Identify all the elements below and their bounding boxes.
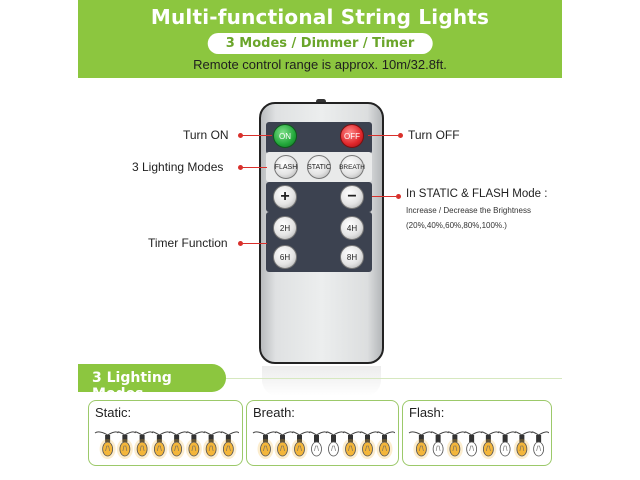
lit-bulb-icon <box>203 435 220 459</box>
lit-bulb-icon <box>99 435 116 459</box>
strand-wire <box>94 431 239 436</box>
breath-mode-title: Breath: <box>253 405 295 420</box>
timer-label: Timer Function <box>148 236 228 250</box>
lit-bulb-icon <box>151 435 168 459</box>
lit-bulb-icon <box>291 435 308 459</box>
lighting-modes-label: 3 Lighting Modes <box>132 160 224 174</box>
turn-on-dot <box>238 133 243 138</box>
header-banner: Multi-functional String Lights 3 Modes /… <box>78 0 562 78</box>
dimmer-dot <box>396 194 401 199</box>
lit-bulb-icon <box>413 435 430 459</box>
modes-tab: 3 Lighting Modes <box>78 364 226 402</box>
lit-bulb-icon <box>257 435 274 459</box>
on-button[interactable]: ON <box>273 124 297 148</box>
lit-bulb-icon <box>274 435 291 459</box>
turn-on-label: Turn ON <box>183 128 229 142</box>
static-button[interactable]: STATIC <box>307 155 331 179</box>
subtitle-pill: 3 Modes / Dimmer / Timer <box>207 33 433 54</box>
dimmer-levels: (20%,40%,60%,80%,100%.) <box>406 221 507 230</box>
turn-off-dot <box>398 133 403 138</box>
turn-off-line <box>368 135 398 136</box>
timer-4h-button[interactable]: 4H <box>340 216 364 240</box>
static-bulb-strand <box>94 431 239 459</box>
lit-bulb-icon <box>342 435 359 459</box>
flash-bulb-strand <box>408 431 549 459</box>
flash-mode-box: Flash: <box>402 400 552 466</box>
breath-mode-box: Breath: <box>246 400 399 466</box>
lit-bulb-icon <box>168 435 185 459</box>
page-title: Multi-functional String Lights <box>150 5 490 29</box>
unlit-bulb-icon <box>466 435 478 457</box>
timer-dot <box>238 241 243 246</box>
strand-wire <box>408 431 549 436</box>
lit-bulb-icon <box>376 435 393 459</box>
timer-6h-button[interactable]: 6H <box>273 245 297 269</box>
brightness-down-button[interactable]: − <box>340 185 364 209</box>
timer-line <box>242 243 267 244</box>
strand-wire <box>252 431 395 436</box>
lighting-modes-dot <box>238 165 243 170</box>
brightness-up-button[interactable]: + <box>273 185 297 209</box>
timer-8h-button[interactable]: 8H <box>340 245 364 269</box>
lit-bulb-icon <box>116 435 133 459</box>
turn-off-label: Turn OFF <box>408 128 460 142</box>
unlit-bulb-icon <box>311 435 322 457</box>
lit-bulb-icon <box>220 435 237 459</box>
dimmer-title: In STATIC & FLASH Mode : <box>406 188 548 200</box>
remote-top-nub <box>316 99 326 104</box>
unlit-bulb-icon <box>499 435 511 457</box>
lit-bulb-icon <box>134 435 151 459</box>
flash-button[interactable]: FLASH <box>274 155 298 179</box>
lit-bulb-icon <box>185 435 202 459</box>
unlit-bulb-icon <box>533 435 545 457</box>
static-mode-title: Static: <box>95 405 132 420</box>
section-divider <box>226 378 562 379</box>
range-note: Remote control range is approx. 10m/32.8… <box>193 57 447 72</box>
unlit-bulb-icon <box>328 435 339 457</box>
breath-button[interactable]: BREATH <box>339 155 365 179</box>
lighting-modes-line <box>242 167 267 168</box>
turn-on-line <box>242 135 272 136</box>
unlit-bulb-icon <box>432 435 444 457</box>
lit-bulb-icon <box>359 435 376 459</box>
lit-bulb-icon <box>480 435 497 459</box>
off-button[interactable]: OFF <box>340 124 364 148</box>
static-mode-box: Static: <box>88 400 243 466</box>
lit-bulb-icon <box>446 435 463 459</box>
breath-bulb-strand <box>252 431 395 459</box>
flash-mode-title: Flash: <box>409 405 445 420</box>
timer-2h-button[interactable]: 2H <box>273 216 297 240</box>
dimmer-line <box>372 196 396 197</box>
dimmer-desc: Increase / Decrease the Brightness <box>406 206 531 215</box>
lit-bulb-icon <box>513 435 530 459</box>
remote-reflection <box>262 366 381 396</box>
